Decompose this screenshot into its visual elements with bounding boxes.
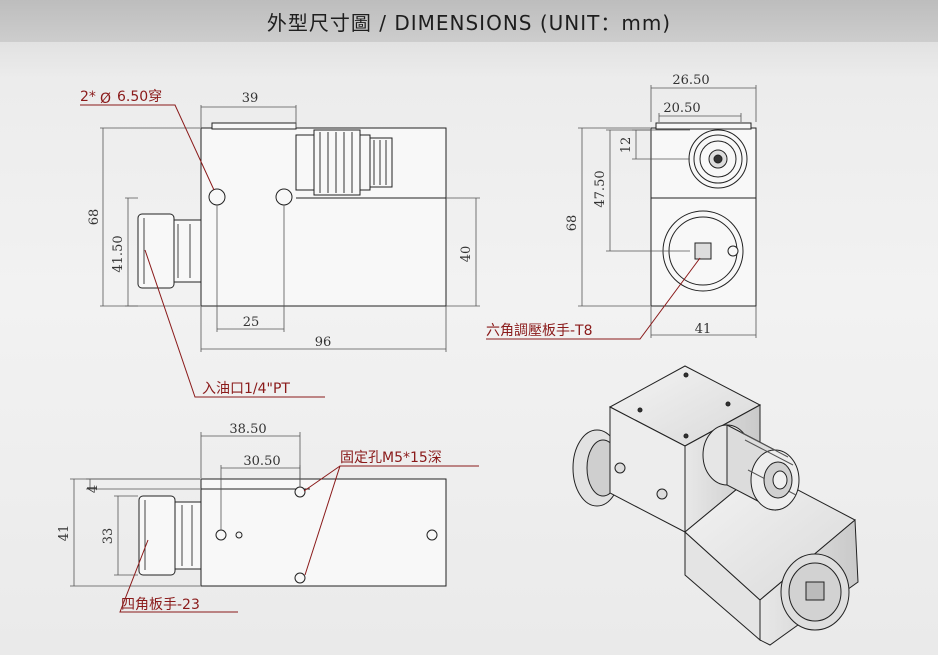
dim-26-50: 26.50 <box>672 73 709 88</box>
hole-callout-value: 6.50穿 <box>117 89 162 105</box>
dim-12: 12 <box>619 137 634 154</box>
iso-cable-connector <box>702 424 800 511</box>
hex-wrench-leader <box>486 257 701 340</box>
oil-inlet-label: 入油口1/4"PT <box>202 381 290 397</box>
front-view <box>137 122 447 307</box>
dim-33: 33 <box>101 528 116 545</box>
dim-41-side: 41 <box>695 322 712 337</box>
dim-68-side: 68 <box>565 215 580 232</box>
dim-39: 39 <box>242 91 259 106</box>
diameter-symbol: Ø <box>100 91 111 107</box>
top-dimensions <box>70 432 301 587</box>
mount-hole-label: 固定孔M5*15深 <box>340 450 442 466</box>
dim-68: 68 <box>87 209 102 226</box>
dim-20-50: 20.50 <box>663 101 700 116</box>
dim-25: 25 <box>243 315 260 330</box>
isometric-view <box>572 365 859 646</box>
hex-socket <box>694 242 712 260</box>
square-wrench-label: 四角板手-23 <box>121 597 200 613</box>
hex-wrench-label: 六角調壓板手-T8 <box>486 323 593 339</box>
front-dimensions <box>100 105 480 352</box>
cable-connector <box>295 129 393 196</box>
dim-41-50: 41.50 <box>111 235 126 272</box>
hole-callout-prefix: 2* <box>80 89 96 105</box>
mount-hole-leader <box>303 465 479 576</box>
top-inlet-port <box>138 495 202 576</box>
dim-38-50: 38.50 <box>229 422 266 437</box>
side-dimensions <box>578 85 757 338</box>
oil-inlet-leader <box>144 249 325 398</box>
dim-41-top: 41 <box>57 525 72 542</box>
front-top-flange <box>211 122 297 130</box>
dim-47-50: 47.50 <box>593 170 608 207</box>
page-title: 外型尺寸圖 / DIMENSIONS (UNIT：mm) <box>0 0 938 42</box>
side-view <box>650 122 757 307</box>
top-view <box>138 478 447 587</box>
top-body <box>200 478 447 587</box>
dim-40: 40 <box>459 246 474 263</box>
square-wrench-leader <box>119 539 238 613</box>
oil-inlet-port <box>137 213 202 289</box>
hole-leader <box>80 104 215 191</box>
dim-30-50: 30.50 <box>243 454 280 469</box>
dim-96: 96 <box>315 335 332 350</box>
dim-4: 4 <box>86 485 101 493</box>
